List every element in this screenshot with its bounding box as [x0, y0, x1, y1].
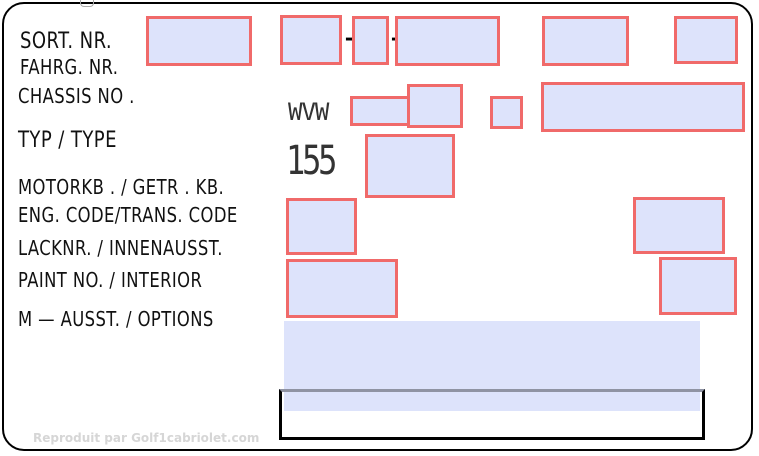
redacted-options	[284, 321, 700, 411]
redacted-sort-nr-part-5	[542, 16, 629, 66]
label-fahrg-nr: FAHRG. NR.	[20, 55, 119, 79]
redacted-engine-code	[286, 198, 357, 255]
options-frame	[279, 389, 705, 440]
redacted-sort-nr-part-4	[395, 16, 500, 66]
watermark-text: Reproduit par Golf1cabriolet.com	[33, 431, 260, 445]
redacted-sort-nr-part-3	[352, 16, 389, 65]
label-motorkb-getr: MOTORKB . / GETR . KB.	[18, 175, 225, 199]
label-chassis-no: CHASSIS NO .	[18, 84, 135, 108]
chassis-prefix-text: WVW	[288, 98, 329, 126]
redacted-chassis-2	[407, 84, 463, 128]
redacted-interior	[659, 257, 737, 315]
corner-mark	[80, 0, 94, 7]
type-value-text: 155	[286, 138, 337, 184]
label-lacknr: LACKNR. / INNENAUSST.	[18, 236, 223, 260]
redacted-type	[365, 134, 455, 198]
redacted-paint-no	[286, 259, 398, 318]
label-eng-code: ENG. CODE/TRANS. CODE	[18, 203, 238, 227]
redacted-chassis-1	[350, 96, 410, 126]
redacted-sort-nr-part-6	[674, 16, 738, 64]
redacted-trans-code	[633, 197, 725, 254]
label-paint-no: PAINT NO. / INTERIOR	[18, 268, 203, 292]
redacted-chassis-4	[541, 82, 745, 132]
redacted-chassis-3	[490, 96, 523, 129]
label-m-ausst: M — AUSST. / OPTIONS	[18, 307, 214, 331]
label-typ-type: TYP / TYPE	[18, 128, 117, 153]
redacted-sort-nr	[146, 16, 252, 66]
redacted-sort-nr-part-2	[280, 15, 342, 65]
label-sort-nr: SORT. NR.	[20, 29, 113, 54]
